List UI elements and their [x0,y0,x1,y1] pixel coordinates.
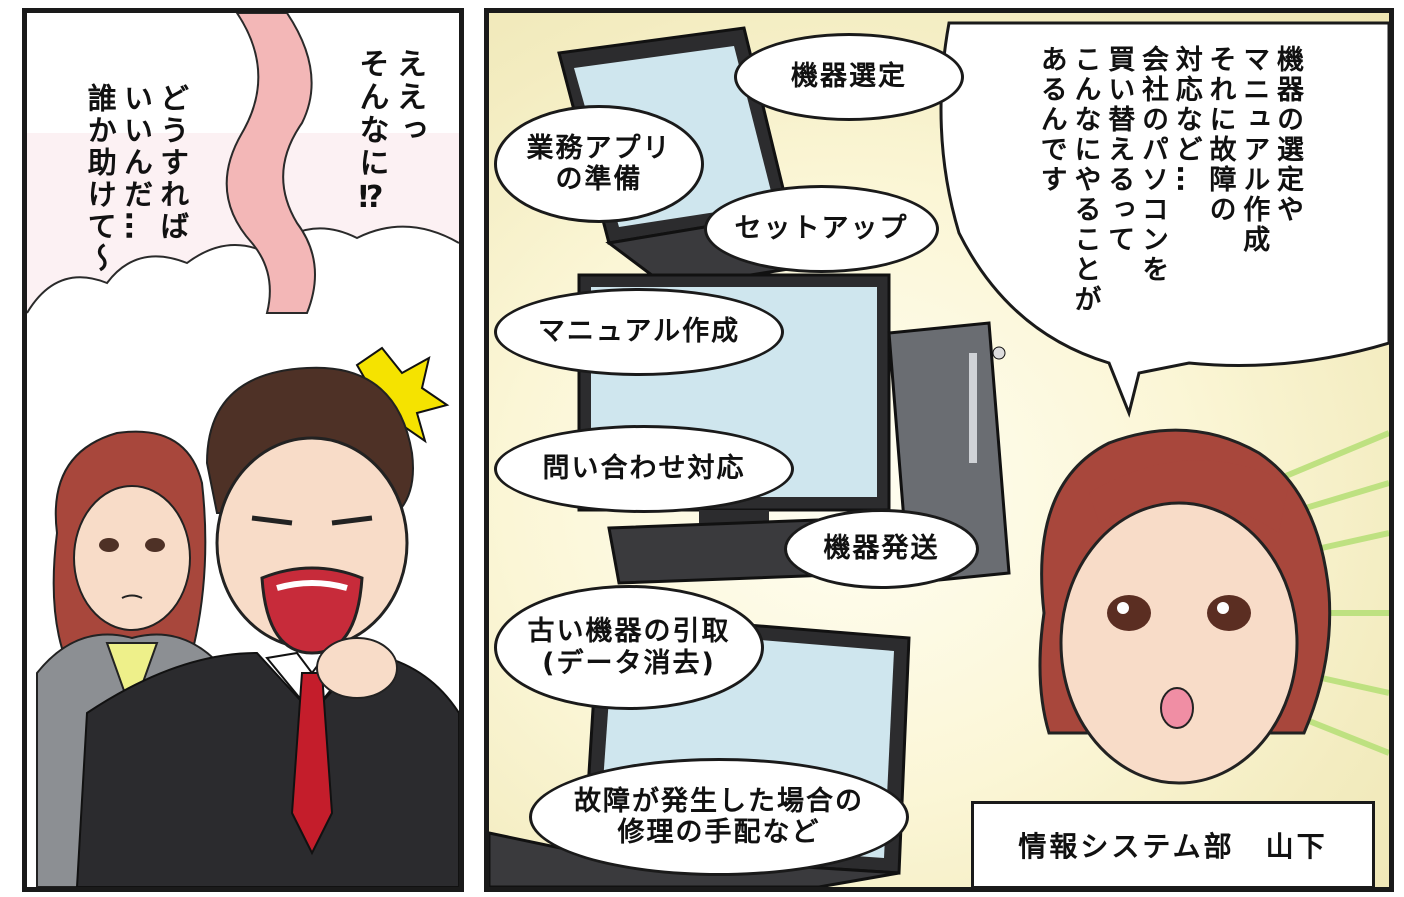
woman-mouth-right [1160,687,1194,729]
cloud-outline [27,225,459,314]
task-bubble-inquiry: 問い合わせ対応 [494,425,794,513]
task-bubble-shipping: 機器発送 [784,509,979,589]
man-suit [75,651,459,887]
task-bubble-business-app: 業務アプリ の準備 [494,105,704,223]
shout-text: ええっ そんなに⁉ [353,48,427,218]
task-bubble-setup: セットアップ [704,185,939,273]
left-comic-panel: ええっ そんなに⁉ どうすれば いいんだ… 誰か助けて〜 [22,8,464,892]
man-hand [316,637,398,699]
task-bubble-manual: マニュアル作成 [494,288,784,376]
woman-face [73,485,191,631]
speech-bubble-shape [939,21,1389,418]
woman-face-right [1059,501,1299,785]
speech-text: 機器の選定や マニュアル作成 それに故障の 対応など… 会社のパソコンを 買い替… [1035,45,1303,315]
task-bubble-repair: 故障が発生した場合の 修理の手配など [529,758,909,876]
smoke-column [225,13,316,314]
left-panel-art [27,13,459,887]
task-bubble-old-device: 古い機器の引取 (データ消去) [494,585,764,710]
task-bubble-equipment-selection: 機器選定 [734,33,964,121]
thought-text: どうすれば いいんだ… 誰か助けて〜 [83,83,190,275]
right-comic-panel: 機器選定 業務アプリ の準備 セットアップ マニュアル作成 問い合わせ対応 機器… [484,8,1394,892]
character-nameplate: 情報システム部 山下 [971,801,1375,887]
man-mouth [260,566,364,655]
